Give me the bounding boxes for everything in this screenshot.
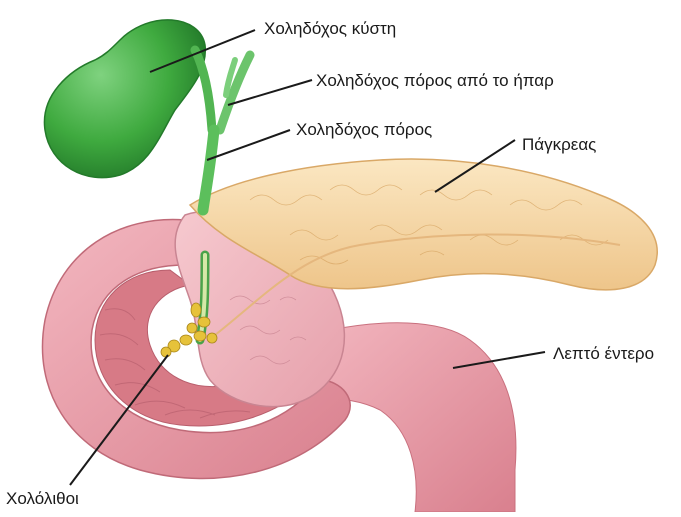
label-pancreas: Πάγκρεας xyxy=(522,136,596,153)
label-gallbladder: Χοληδόχος κύστη xyxy=(264,20,396,37)
label-hepatic-duct: Χοληδόχος πόρος από το ήπαρ xyxy=(316,72,554,89)
cystic-duct xyxy=(195,50,212,130)
label-small-intestine: Λεπτό έντερο xyxy=(553,345,654,362)
label-gallstones: Χολόλιθοι xyxy=(6,490,79,507)
label-common-bile-duct: Χοληδόχος πόρος xyxy=(296,121,432,138)
gallbladder xyxy=(44,20,205,178)
leader-common-bile-duct xyxy=(207,130,290,160)
